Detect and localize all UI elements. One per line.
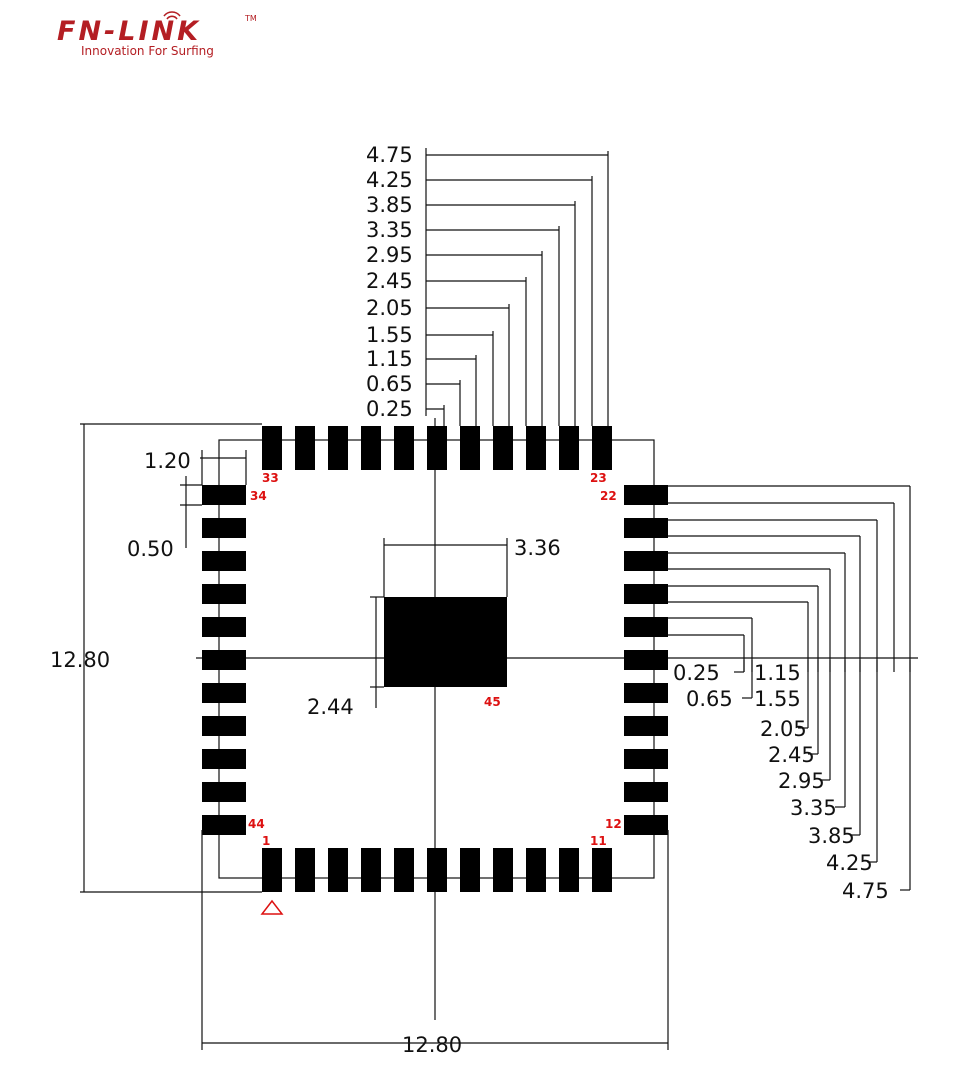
bottom-pad: [361, 848, 381, 892]
top-offset-label: 2.95: [366, 243, 413, 267]
epad-height-label: 2.44: [307, 695, 354, 719]
top-pad: [394, 426, 414, 470]
right-pad: [624, 683, 668, 703]
package-width-label: 12.80: [402, 1033, 462, 1057]
top-pad: [526, 426, 546, 470]
bottom-pad: [592, 848, 612, 892]
pin-number-label: 45: [484, 695, 501, 709]
right-offset-label: 2.95: [778, 769, 825, 793]
top-offset-label: 4.75: [366, 143, 413, 167]
top-pad: [328, 426, 348, 470]
top-pad: [460, 426, 480, 470]
top-offset-label: 1.55: [366, 323, 413, 347]
left-pad: [202, 518, 246, 538]
right-pad: [624, 716, 668, 736]
top-offset-label: 1.15: [366, 347, 413, 371]
left-pad: [202, 584, 246, 604]
bottom-pad: [493, 848, 513, 892]
left-pad: [202, 815, 246, 835]
left-pad: [202, 749, 246, 769]
top-pad: [262, 426, 282, 470]
top-offset-label: 2.05: [366, 296, 413, 320]
right-pad: [624, 485, 668, 505]
bottom-pad: [559, 848, 579, 892]
epad-width-label: 3.36: [514, 536, 561, 560]
pad-width-label: 1.20: [144, 449, 191, 473]
package-outline: [196, 418, 918, 1020]
left-pad: [202, 485, 246, 505]
pin-number-label: 33: [262, 471, 279, 485]
bottom-pad: [295, 848, 315, 892]
pin1-triangle-marker: [262, 901, 282, 914]
right-offset-label: 3.85: [808, 824, 855, 848]
right-pad: [624, 617, 668, 637]
right-offset-label: 2.45: [768, 743, 815, 767]
top-offset-label: 3.35: [366, 218, 413, 242]
left-pad: [202, 617, 246, 637]
left-pad: [202, 650, 246, 670]
right-pad: [624, 650, 668, 670]
top-offset-label: 0.25: [366, 397, 413, 421]
bottom-pad: [262, 848, 282, 892]
left-pad: [202, 716, 246, 736]
right-offset-label: 1.55: [754, 687, 801, 711]
right-pad: [624, 815, 668, 835]
package-height-label: 12.80: [50, 648, 110, 672]
top-pad: [361, 426, 381, 470]
top-pad: [493, 426, 513, 470]
right-pad: [624, 551, 668, 571]
right-offset-label: 0.65: [686, 687, 733, 711]
pin-number-label: 1: [262, 834, 270, 848]
pin-number-label: 34: [250, 489, 267, 503]
top-pad: [295, 426, 315, 470]
pin-number-label: 23: [590, 471, 607, 485]
right-offset-label: 4.25: [826, 851, 873, 875]
bottom-pad: [427, 848, 447, 892]
pin-number-label: 44: [248, 817, 265, 831]
top-offset-label: 3.85: [366, 193, 413, 217]
pin-number-label: 22: [600, 489, 617, 503]
right-offset-label: 2.05: [760, 717, 807, 741]
right-offset-label: 1.15: [754, 661, 801, 685]
right-offset-label: 4.75: [842, 879, 889, 903]
bottom-pad: [328, 848, 348, 892]
right-pad: [624, 518, 668, 538]
right-pad: [624, 782, 668, 802]
top-pad: [559, 426, 579, 470]
top-offset-label: 4.25: [366, 168, 413, 192]
pad-pitch-label: 0.50: [127, 537, 174, 561]
bottom-pad: [460, 848, 480, 892]
left-pad: [202, 683, 246, 703]
right-pad: [624, 584, 668, 604]
right-pad: [624, 749, 668, 769]
top-offset-label: 2.45: [366, 269, 413, 293]
exposed-thermal-pad: [384, 597, 507, 687]
top-pad: [427, 426, 447, 470]
bottom-pad: [526, 848, 546, 892]
right-offset-label: 0.25: [673, 661, 720, 685]
right-offset-label: 3.35: [790, 796, 837, 820]
pin-number-label: 12: [605, 817, 622, 831]
top-offset-label: 0.65: [366, 372, 413, 396]
pin-number-label: 11: [590, 834, 607, 848]
bottom-pad: [394, 848, 414, 892]
left-pad: [202, 782, 246, 802]
left-pad: [202, 551, 246, 571]
top-pad: [592, 426, 612, 470]
